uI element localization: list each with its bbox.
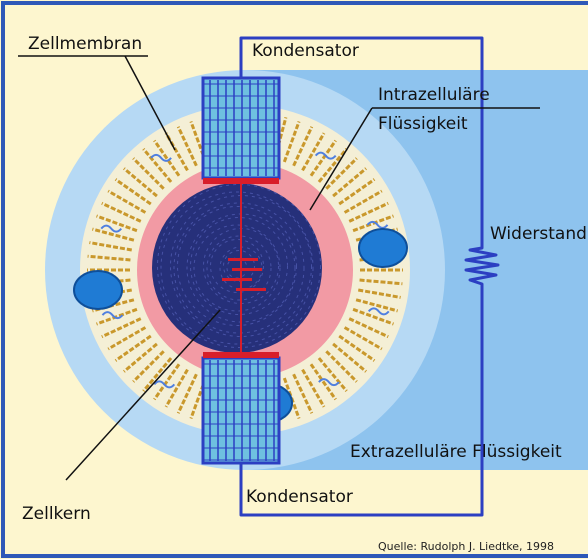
label-intrazellulaere-1: Intrazelluläre [378, 86, 490, 105]
label-kondensator-top: Kondensator [252, 42, 359, 61]
source-credit: Quelle: Rudolph J. Liedtke, 1998 [378, 540, 554, 553]
capacitor-top [203, 78, 279, 184]
label-kondensator-bottom: Kondensator [246, 488, 353, 507]
label-zellmembran: Zellmembran [28, 35, 142, 54]
membrane-protein [74, 271, 122, 309]
label-extrazellulaere: Extrazelluläre Flüssigkeit [350, 443, 562, 462]
capacitor-bottom [203, 352, 279, 463]
center-plate [222, 278, 252, 281]
label-zellkern: Zellkern [22, 505, 91, 524]
center-plate [228, 258, 258, 261]
center-plate [232, 268, 262, 271]
membrane-protein [359, 229, 407, 267]
center-plate [236, 288, 266, 291]
label-widerstand: Widerstand [490, 225, 587, 244]
label-intrazellulaere-2: Flüssigkeit [378, 115, 468, 134]
